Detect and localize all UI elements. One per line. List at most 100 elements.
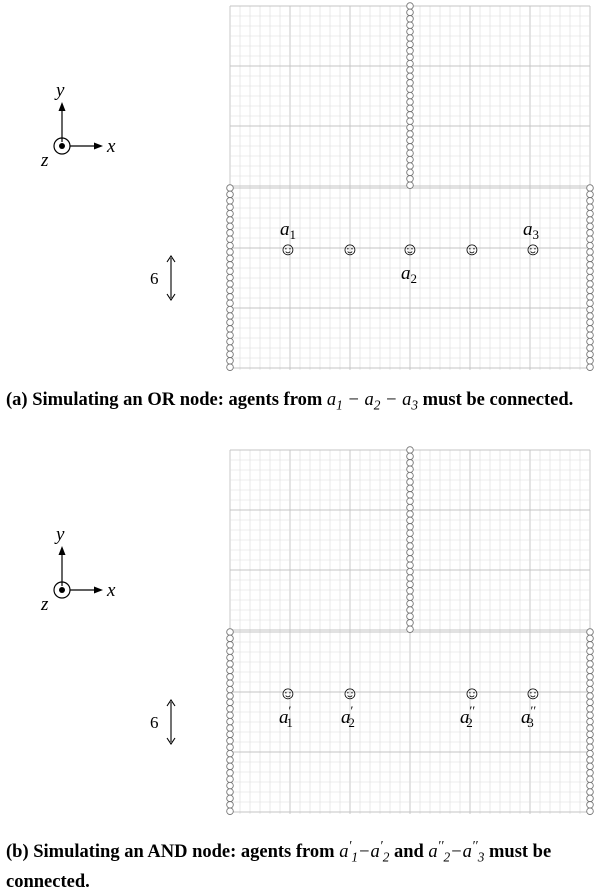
obstacle-wall-right bbox=[586, 769, 594, 777]
obstacle-wall-center bbox=[406, 580, 414, 589]
obstacle-wall-left bbox=[226, 190, 234, 199]
agent-smiley: ☺ bbox=[341, 239, 359, 259]
obstacle-wall-center bbox=[406, 2, 414, 10]
obstacle-wall-right bbox=[586, 717, 594, 726]
obstacle-wall-center bbox=[406, 452, 414, 461]
agents-a: ☺ ☺ ☺ ☺ ☺ a1 a2 a3 bbox=[279, 219, 542, 286]
obstacle-wall-left bbox=[226, 235, 234, 243]
obstacle-wall-right bbox=[586, 350, 594, 359]
obstacle-wall-center bbox=[406, 535, 414, 544]
dimension-label: 6 bbox=[150, 269, 159, 288]
obstacle-wall-left bbox=[226, 293, 234, 301]
obstacle-wall-right bbox=[586, 273, 594, 282]
x-arrowhead bbox=[94, 586, 103, 594]
obstacle-wall-left bbox=[226, 724, 234, 732]
obstacle-wall-left bbox=[226, 730, 234, 739]
obstacle-wall-left bbox=[226, 634, 234, 643]
agents-b: ☺ ☺ ☺ ☺ a′1 a′2 a′′2 a′′3 bbox=[279, 683, 542, 730]
obstacle-wall-center bbox=[406, 497, 414, 505]
obstacle-wall-left bbox=[226, 807, 234, 815]
agent-smiley: ☺ bbox=[463, 239, 481, 259]
dimension-marker-b: 6 bbox=[150, 699, 176, 745]
obstacle-wall-right bbox=[586, 357, 594, 365]
y-axis-label: y bbox=[54, 80, 65, 101]
obstacle-wall-left bbox=[226, 711, 234, 719]
obstacle-wall-right bbox=[586, 184, 594, 192]
agent-smiley: ☺ bbox=[341, 683, 359, 703]
obstacle-wall-left bbox=[226, 216, 234, 224]
obstacle-wall-left bbox=[226, 801, 234, 809]
obstacles-a bbox=[226, 2, 594, 371]
obstacle-wall-center bbox=[406, 168, 414, 177]
obstacle-wall-right bbox=[586, 673, 594, 681]
obstacle-wall-right bbox=[586, 305, 594, 314]
obstacle-wall-left bbox=[226, 312, 234, 320]
obstacle-wall-left bbox=[226, 685, 234, 694]
obstacle-wall-left bbox=[226, 788, 234, 796]
z-axis-label: z bbox=[40, 594, 49, 615]
obstacle-wall-right bbox=[586, 299, 594, 307]
agent-smiley: ☺ bbox=[279, 683, 297, 703]
obstacle-wall-right bbox=[586, 660, 594, 668]
obstacle-wall-left bbox=[226, 673, 234, 681]
obstacle-wall-left bbox=[226, 254, 234, 263]
obstacle-wall-right bbox=[586, 705, 594, 713]
agent-smiley: ☺ bbox=[463, 683, 481, 703]
obstacle-wall-right bbox=[586, 730, 594, 739]
z-axis-dot bbox=[59, 587, 65, 593]
obstacle-wall-left bbox=[226, 628, 234, 636]
obstacle-wall-right bbox=[586, 222, 594, 231]
obstacle-wall-center bbox=[406, 40, 414, 49]
obstacle-wall-center bbox=[406, 459, 414, 467]
obstacle-wall-right bbox=[586, 698, 594, 707]
obstacle-wall-center bbox=[406, 548, 414, 557]
obstacle-wall-left bbox=[226, 331, 234, 339]
obstacle-wall-right bbox=[586, 216, 594, 224]
obstacle-wall-left bbox=[226, 794, 234, 803]
x-axis-label: x bbox=[106, 580, 116, 601]
obstacle-wall-left bbox=[226, 749, 234, 758]
obstacle-wall-center bbox=[406, 471, 414, 480]
obstacle-wall-left bbox=[226, 325, 234, 333]
obstacle-wall-right bbox=[586, 293, 594, 301]
x-axis-label: x bbox=[106, 136, 116, 157]
obstacle-wall-left bbox=[226, 286, 234, 295]
obstacle-wall-center bbox=[406, 555, 414, 563]
agent-label-a1-prime: a′1 bbox=[279, 703, 293, 730]
obstacle-wall-center bbox=[406, 465, 414, 473]
obstacle-wall-left bbox=[226, 647, 234, 655]
caption-a: (a) Simulating an OR node: agents from a… bbox=[6, 390, 574, 413]
agent-label-a3-double-prime: a′′3 bbox=[521, 703, 536, 730]
obstacle-wall-center bbox=[406, 53, 414, 61]
obstacle-wall-right bbox=[586, 762, 594, 771]
obstacle-wall-right bbox=[586, 801, 594, 809]
obstacle-wall-right bbox=[586, 312, 594, 320]
obstacle-wall-right bbox=[586, 711, 594, 719]
obstacle-wall-left bbox=[226, 762, 234, 771]
y-arrowhead bbox=[58, 546, 66, 555]
obstacle-wall-center bbox=[406, 542, 414, 550]
obstacle-wall-center bbox=[406, 130, 414, 138]
dimension-label: 6 bbox=[150, 713, 159, 732]
obstacle-wall-right bbox=[586, 749, 594, 758]
obstacle-wall-right bbox=[586, 641, 594, 649]
agent-smiley: ☺ bbox=[279, 239, 297, 259]
obstacle-wall-center bbox=[406, 136, 414, 145]
agent-smiley: ☺ bbox=[401, 239, 419, 259]
obstacle-wall-right bbox=[586, 197, 594, 205]
obstacle-wall-left bbox=[226, 318, 234, 327]
obstacle-wall-right bbox=[586, 737, 594, 745]
dimension-marker-a: 6 bbox=[150, 255, 176, 301]
obstacle-wall-left bbox=[226, 344, 234, 352]
obstacle-wall-right bbox=[586, 647, 594, 655]
obstacle-wall-right bbox=[586, 653, 594, 662]
obstacle-wall-right bbox=[586, 679, 594, 687]
obstacle-wall-center bbox=[406, 612, 414, 621]
obstacle-wall-left bbox=[226, 653, 234, 662]
obstacle-wall-right bbox=[586, 363, 594, 371]
obstacle-wall-right bbox=[586, 254, 594, 263]
obstacle-wall-left bbox=[226, 197, 234, 205]
obstacle-wall-left bbox=[226, 184, 234, 192]
obstacle-wall-left bbox=[226, 737, 234, 745]
obstacle-wall-right bbox=[586, 794, 594, 803]
